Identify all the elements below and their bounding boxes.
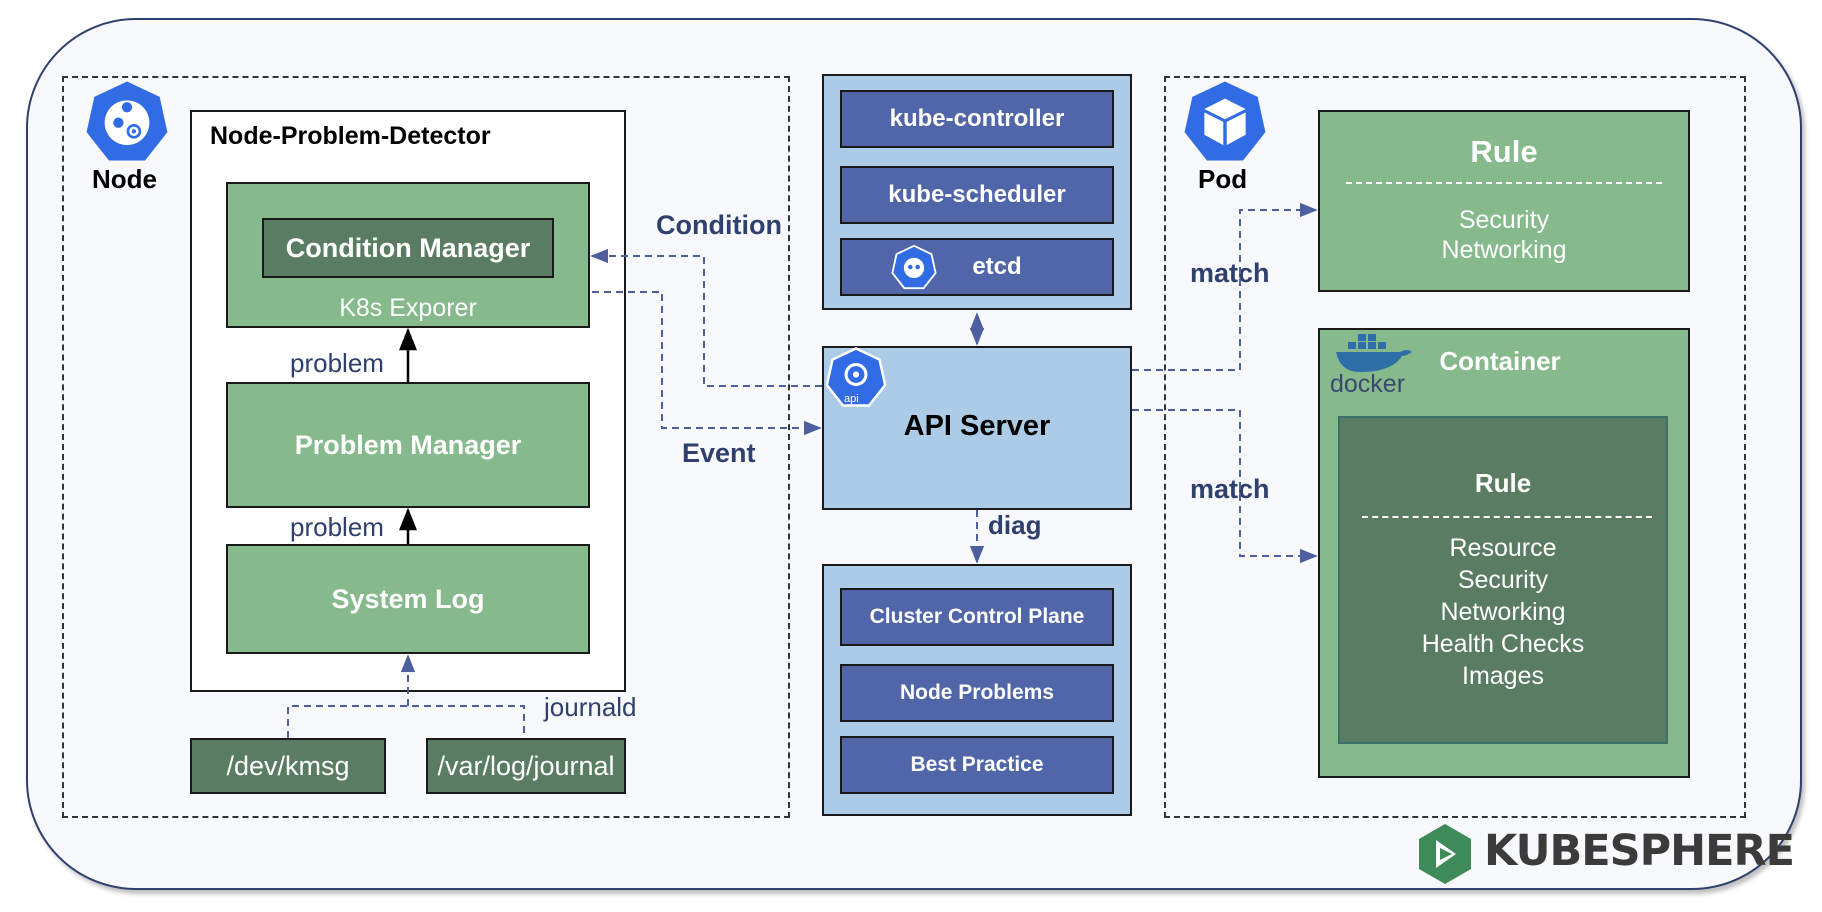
kube-scheduler-box: kube-scheduler	[840, 166, 1114, 224]
pod-rule-item-security: Security	[1458, 206, 1550, 234]
etcd-label: etcd	[972, 253, 1022, 280]
diag-label: diag	[988, 510, 1042, 540]
api-server-label: API Server	[903, 410, 1051, 442]
container-title: Container	[1439, 346, 1561, 376]
best-practice-box: Best Practice	[840, 736, 1114, 794]
container-rule-box	[1338, 416, 1668, 744]
kubernetes-pod-icon	[1184, 81, 1266, 161]
condition-manager-box: Condition Manager	[262, 218, 554, 278]
pod-rule-item-networking: Networking	[1441, 236, 1567, 264]
etcd-icon	[891, 244, 937, 290]
pod-rule-box	[1318, 110, 1690, 292]
pod-rule-divider	[1346, 182, 1662, 184]
cluster-control-plane-box: Cluster Control Plane	[840, 588, 1114, 646]
api-badge-text: api	[844, 393, 859, 405]
node-title: Node	[92, 164, 157, 194]
docker-text: docker	[1330, 370, 1406, 398]
container-rule-item-resource: Resource	[1449, 534, 1557, 562]
problem-label-upper: problem	[290, 348, 384, 378]
container-rule-divider	[1362, 516, 1652, 518]
docker-whale-icon	[1336, 334, 1412, 372]
node-problems-box: Node Problems	[840, 664, 1114, 722]
kubesphere-brand-text: KUBESPHERE	[1484, 826, 1795, 876]
container-rule-item-images: Images	[1462, 662, 1544, 690]
pod-title: Pod	[1198, 164, 1248, 194]
container-rule-item-security: Security	[1457, 566, 1549, 594]
var-log-journal-box: /var/log/journal	[426, 738, 626, 794]
k8s-exporter-label: K8s Exporer	[339, 294, 477, 322]
kubernetes-node-icon	[86, 81, 168, 161]
etcd-box: etcd	[840, 238, 1114, 296]
api-server-icon	[825, 347, 887, 407]
kube-scheduler-label: kube-scheduler	[888, 181, 1066, 208]
kube-controller-box: kube-controller	[840, 90, 1114, 148]
container-rule-item-health-checks: Health Checks	[1421, 630, 1585, 658]
dev-kmsg-box: /dev/kmsg	[190, 738, 386, 794]
container-rule-title: Rule	[1474, 468, 1532, 498]
pod-rule-title: Rule	[1470, 134, 1538, 169]
problem-manager-box: Problem Manager	[226, 382, 590, 508]
container-rule-item-networking: Networking	[1440, 598, 1566, 626]
npd-title: Node-Problem-Detector	[210, 122, 491, 150]
kubesphere-logo-icon	[1419, 824, 1471, 884]
journald-label: journald	[544, 692, 637, 722]
condition-label: Condition	[656, 210, 782, 240]
node-region	[62, 76, 790, 818]
problem-label-lower: problem	[290, 512, 384, 542]
system-log-box: System Log	[226, 544, 590, 654]
event-label: Event	[682, 438, 756, 468]
